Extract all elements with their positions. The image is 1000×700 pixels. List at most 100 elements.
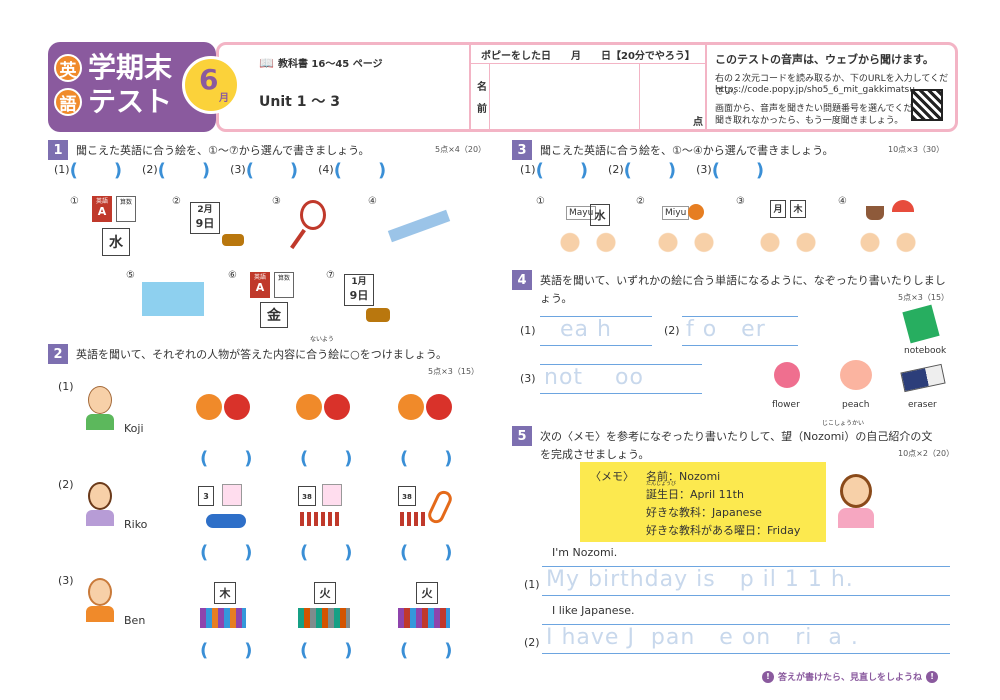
riko-avatar <box>88 482 112 510</box>
unit-label: Unit 1 ～ 3 <box>259 94 340 110</box>
footer-note: ! 答えが書けたら、見直しをしようね ! <box>762 670 939 683</box>
trace-word-1[interactable]: ea h <box>540 316 652 346</box>
section-4-score: 5点×3（15） <box>898 293 950 302</box>
answer-1-3[interactable]: ( ) <box>245 160 299 181</box>
sentence-1-given: I'm Nozomi. <box>552 546 618 559</box>
nozomi-avatar <box>840 474 872 508</box>
tennis-racket-icon <box>300 200 326 230</box>
trace-word-2[interactable]: f o er <box>682 316 798 346</box>
subject-char-2: 語 <box>54 88 82 116</box>
scissors-icon <box>425 488 455 526</box>
memo-box: 〈メモ〉 名前：Nozomi たんじょうび 誕生日：April 11th 好きな… <box>580 462 826 542</box>
kids-conversation-1 <box>558 232 618 258</box>
swimming-illustration <box>142 282 204 316</box>
audio-url[interactable]: https://code.popy.jp/sho5_6_mit_gakkimat… <box>715 85 915 95</box>
answer-2-2-c[interactable]: ( ) <box>400 542 453 563</box>
cake-icon <box>366 308 390 322</box>
eraser-icon <box>900 363 946 393</box>
answer-3-1[interactable]: ( ) <box>535 160 589 181</box>
section-3-score: 10点×3（30） <box>888 145 945 154</box>
section-2-number: 2 <box>48 344 68 364</box>
section-5-number: 5 <box>512 426 532 446</box>
section-3-answers: (1)( ) (2)( ) (3)( ) <box>520 156 764 182</box>
section-2-score: 5点×3（15） <box>428 367 480 376</box>
answer-2-2-b[interactable]: ( ) <box>300 542 353 563</box>
answer-1-4[interactable]: ( ) <box>333 160 387 181</box>
ruby-naiyo: ないよう <box>310 336 334 343</box>
textbook-ref: 📖 教科書 16～45 ページ <box>259 55 383 71</box>
section-5-score: 10点×2（20） <box>898 449 955 458</box>
card-icon <box>322 484 342 506</box>
card-icon <box>222 484 242 506</box>
answer-2-1-a[interactable]: ( ) <box>200 448 253 469</box>
answer-1-1[interactable]: ( ) <box>69 160 123 181</box>
peach-icon <box>840 360 872 390</box>
memo-label: 〈メモ〉 <box>590 470 634 483</box>
lab-tools-icon <box>200 608 246 628</box>
name-label: 名 前 <box>477 82 487 115</box>
section-1-instruction: 聞こえた英語に合う絵を、①～⑦から選んで書きましょう。 <box>76 144 370 157</box>
section-5-instruction-1: 次の〈メモ〉を参考になぞったり書いたりして、望（Nozomi）の自己紹介の文 <box>540 430 933 443</box>
pencil-case-icon <box>206 514 246 528</box>
section-5-instruction-2: を完成させましょう。 <box>540 448 650 461</box>
qr-code-icon[interactable] <box>911 89 943 121</box>
answer-2-3-a[interactable]: ( ) <box>200 640 253 661</box>
cup-icon <box>866 206 884 220</box>
score-label: 点 <box>693 117 703 128</box>
answer-3-2[interactable]: ( ) <box>623 160 677 181</box>
section-4-number: 4 <box>512 270 532 290</box>
popy-date: ポピーをした日 月 日【20分でやろう】 <box>481 51 695 62</box>
ruler-icon <box>387 209 451 243</box>
koji-name: Koji <box>124 422 144 435</box>
kids-conversation-2 <box>656 232 716 258</box>
section-4-instruction: 英語を聞いて、いずれかの絵に合う単語になるように、なぞったり書いたりしましょう。 <box>540 274 946 305</box>
section-1-number: 1 <box>48 140 68 160</box>
answer-2-2-a[interactable]: ( ) <box>200 542 253 563</box>
title-line2: テスト <box>88 85 173 118</box>
section-1-score: 5点×4（20） <box>435 145 487 154</box>
apple-circled-icon <box>426 394 452 420</box>
flower-icon <box>774 362 800 388</box>
section-3-instruction: 聞こえた英語に合う絵を、①～④から選んで書きましょう。 <box>540 144 834 157</box>
umbrella-icon <box>892 200 914 212</box>
koji-avatar <box>88 386 112 414</box>
kids-conversation-3 <box>758 232 818 258</box>
science-tools-icon <box>398 608 450 628</box>
answer-1-2[interactable]: ( ) <box>157 160 211 181</box>
ben-name: Ben <box>124 614 146 627</box>
answer-2-1-c[interactable]: ( ) <box>400 448 453 469</box>
subject-char-1: 英 <box>54 54 82 82</box>
apple-circled-icon <box>224 394 250 420</box>
pencils-icon <box>400 512 426 526</box>
apple-crossed-icon <box>324 394 350 420</box>
section-2-instruction: 英語を聞いて、それぞれの人物が答えた内容に合う絵に○をつけましょう。 <box>76 348 448 361</box>
book-icon: 📖 <box>259 55 274 70</box>
audio-title: このテストの音声は、ウェブから聞けます。 <box>715 53 934 66</box>
orange-circled-icon <box>296 394 322 420</box>
section-1-answers: (1)( ) (2)( ) (3)( ) (4)( ) <box>54 156 386 182</box>
ben-avatar <box>88 578 112 606</box>
art-tools-icon <box>298 608 350 628</box>
exclamation-icon: ! <box>762 670 774 683</box>
sentence-2-given: I like Japanese. <box>552 604 635 617</box>
riko-name: Riko <box>124 518 148 531</box>
trace-sentence-1[interactable]: My birthday is p il 1 1 h. <box>542 566 950 596</box>
trace-word-3[interactable]: not oo <box>540 364 702 394</box>
answer-2-3-c[interactable]: ( ) <box>400 640 453 661</box>
pencils-icon <box>300 512 342 526</box>
kids-conversation-4 <box>858 232 918 258</box>
trace-sentence-2[interactable]: I have J pan e on ri a . <box>542 624 950 654</box>
answer-2-1-b[interactable]: ( ) <box>300 448 353 469</box>
name-field[interactable] <box>490 64 638 128</box>
orange-crossed-icon <box>196 394 222 420</box>
notebook-icon <box>902 304 940 344</box>
month-badge: 6 月 <box>182 56 240 114</box>
basketball-icon <box>688 204 704 220</box>
title-line1: 学期末 <box>88 51 173 84</box>
answer-2-3-b[interactable]: ( ) <box>300 640 353 661</box>
answer-3-3[interactable]: ( ) <box>711 160 765 181</box>
